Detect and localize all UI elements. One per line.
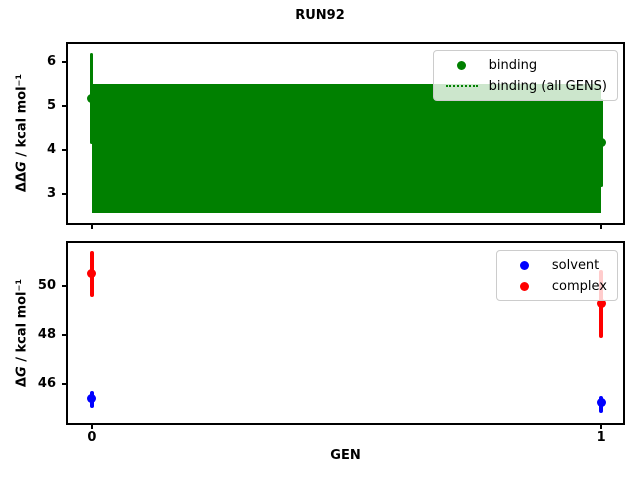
- legend-item-binding: binding: [444, 55, 607, 75]
- legend-item-solvent: solvent: [507, 255, 607, 275]
- x-tick-label: 0: [87, 430, 97, 445]
- y-tick: [62, 192, 66, 195]
- y-axis-label-ddg: ΔΔG / kcal mol⁻¹: [15, 74, 30, 192]
- legend-label: solvent: [551, 257, 600, 273]
- y-tick-label: 50: [37, 278, 56, 294]
- complex-point: [596, 298, 606, 308]
- x-tick: [600, 425, 603, 429]
- legend-dot-icon: [444, 60, 480, 70]
- legend: binding binding (all GENS): [432, 50, 618, 101]
- y-tick-label: 46: [37, 376, 56, 392]
- legend-dot-icon: [507, 260, 543, 270]
- binding-all-gens-band: [91, 84, 602, 213]
- y-tick-label: 4: [46, 141, 56, 157]
- y-tick-label: 5: [46, 98, 56, 113]
- legend-dot-icon: [507, 281, 543, 291]
- legend-label: binding: [488, 57, 538, 73]
- legend-swatch: [520, 260, 530, 270]
- y-tick-label: 6: [46, 54, 56, 70]
- legend-item-binding-all-gens-: binding (all GENS): [444, 76, 607, 96]
- binding-point: [87, 94, 97, 104]
- y-tick: [62, 61, 66, 64]
- binding-point: [596, 138, 606, 148]
- solvent-point: [596, 398, 606, 408]
- x-tick-label: 1: [596, 430, 606, 445]
- figure-title: RUN92: [295, 8, 345, 23]
- y-tick: [62, 148, 66, 151]
- y-tick: [62, 383, 66, 386]
- legend-swatch: [520, 281, 530, 291]
- y-tick: [62, 285, 66, 288]
- y-tick-label: 3: [46, 185, 56, 201]
- y-tick: [62, 105, 66, 107]
- legend-swatch: [445, 85, 478, 87]
- x-tick: [90, 225, 93, 229]
- x-tick: [600, 225, 603, 229]
- legend-item-complex: complex: [507, 276, 607, 296]
- y-axis-label-ddg-symbol: G: [14, 161, 30, 172]
- legend-label: complex: [551, 278, 607, 294]
- legend-label: binding (all GENS): [488, 78, 607, 94]
- x-tick: [90, 425, 93, 429]
- x-axis-label: GEN: [330, 448, 361, 463]
- legend-swatch: [457, 60, 467, 70]
- legend-dotted-line-icon: [444, 85, 480, 87]
- y-tick: [62, 334, 66, 337]
- legend: solvent complex: [495, 250, 618, 301]
- y-tick-label: 48: [37, 327, 56, 343]
- complex-point: [87, 269, 97, 279]
- y-axis-label-dg-symbol: G: [14, 366, 30, 378]
- solvent-point: [87, 394, 97, 404]
